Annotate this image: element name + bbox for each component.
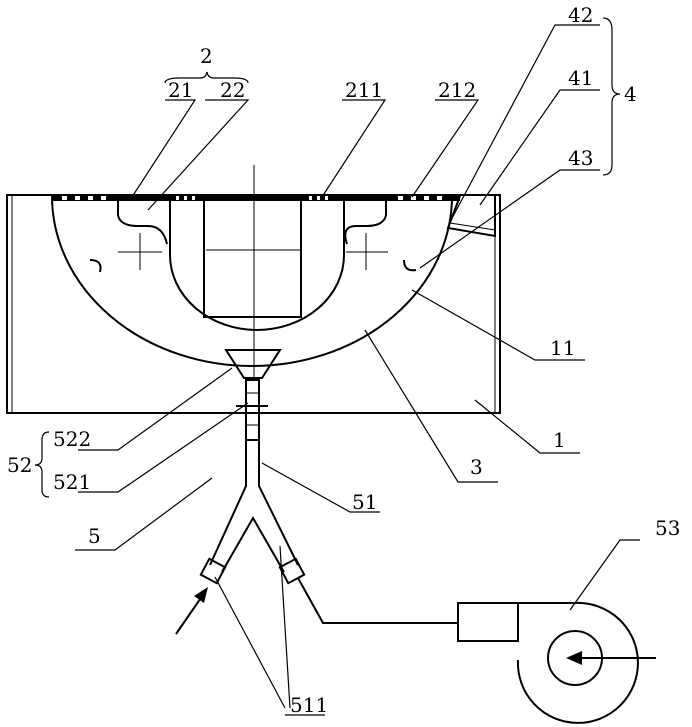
brace-4	[603, 18, 620, 175]
component-42-41	[448, 196, 495, 236]
brace-52	[35, 432, 49, 497]
blower-pipe	[298, 578, 458, 623]
label-3: 3	[470, 455, 483, 479]
right-hook	[404, 260, 416, 270]
label-522: 522	[53, 427, 91, 451]
label-521: 521	[53, 470, 91, 494]
label-2: 2	[200, 44, 213, 68]
left-chamber	[118, 201, 167, 244]
label-53: 53	[655, 516, 680, 540]
center-block	[204, 200, 301, 317]
inner-cup	[170, 198, 344, 330]
label-11: 11	[550, 336, 575, 360]
blower-outlet	[458, 603, 518, 641]
nozzle-522	[226, 350, 280, 378]
label-22: 22	[220, 78, 245, 102]
label-511: 511	[290, 693, 328, 717]
blower-arrowhead	[566, 651, 582, 665]
label-42: 42	[568, 3, 593, 27]
label-1: 1	[553, 428, 566, 452]
outer-bowl	[52, 196, 452, 366]
label-211: 211	[345, 78, 383, 102]
label-51: 51	[352, 490, 377, 514]
label-4: 4	[624, 82, 637, 106]
y-pipe	[210, 440, 298, 572]
nozzle-521	[246, 380, 259, 440]
label-43: 43	[568, 146, 593, 170]
left-hook	[90, 260, 101, 272]
label-52: 52	[7, 453, 32, 477]
label-41: 41	[568, 66, 593, 90]
label-21: 21	[168, 78, 193, 102]
inlet-arrowhead	[194, 587, 208, 603]
label-5: 5	[88, 524, 101, 548]
label-212: 212	[438, 78, 476, 102]
